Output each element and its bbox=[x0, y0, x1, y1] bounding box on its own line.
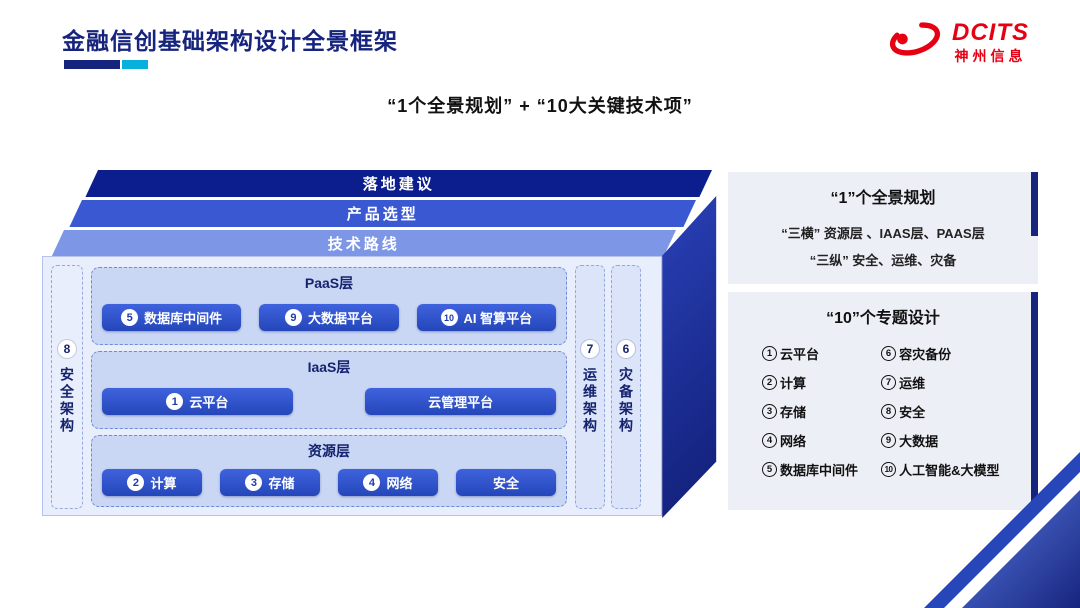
overall-plan-line-1: “三横” 资源层 、IAAS层、PAAS层 bbox=[781, 226, 985, 241]
banner-landing-advice-label: 落地建议 bbox=[362, 176, 435, 193]
topic-list: 1 云平台 6 容灾备份 2 计算 7 运维 3 存储 8 安全 4 网络 9 bbox=[728, 344, 1038, 479]
topic-label: 计算 bbox=[780, 376, 807, 391]
node-network: 4 网络 bbox=[338, 469, 438, 496]
topic-item-network: 4 网络 bbox=[762, 431, 881, 450]
node-security: 安全 bbox=[456, 469, 556, 496]
topic-number: 1 bbox=[762, 346, 777, 361]
node-number-badge: 5 bbox=[121, 309, 139, 326]
topic-item-database-middleware: 5 数据库中间件 bbox=[762, 460, 881, 479]
title-underline bbox=[64, 60, 148, 69]
dr-strip-label: 灾备架构 bbox=[618, 366, 634, 435]
security-strip-label: 安全架构 bbox=[59, 366, 75, 435]
title-underline-navy bbox=[64, 60, 120, 69]
box-side-face bbox=[662, 196, 717, 519]
topic-item-security: 8 安全 bbox=[881, 402, 1018, 421]
topic-number: 6 bbox=[881, 346, 897, 361]
subtitle: “1个全景规划” + “10大关键技术项” bbox=[387, 96, 693, 116]
dr-number-badge: 6 bbox=[617, 339, 635, 358]
node-label: 数据库中间件 bbox=[144, 311, 223, 326]
node-bigdata-platform: 9 大数据平台 bbox=[259, 304, 399, 331]
panel-overall-plan-title: “1”个全景规划 bbox=[830, 190, 936, 207]
topic-item-compute: 2 计算 bbox=[762, 373, 881, 392]
title-underline-cyan bbox=[122, 60, 148, 69]
node-number-badge: 9 bbox=[284, 309, 302, 326]
node-number-badge: 10 bbox=[440, 309, 458, 326]
topic-label: 数据库中间件 bbox=[780, 463, 859, 478]
panel-overall-plan: “1”个全景规划 “三横” 资源层 、IAAS层、PAAS层 “三纵” 安全、运… bbox=[728, 172, 1038, 284]
topic-item-ops: 7 运维 bbox=[881, 373, 1018, 392]
topic-number: 5 bbox=[762, 462, 777, 477]
node-number-badge: 3 bbox=[245, 474, 263, 491]
topic-number: 10 bbox=[881, 462, 897, 477]
node-label: 计算 bbox=[150, 476, 177, 491]
dcits-logo-name: DCITS bbox=[952, 18, 1029, 46]
layer-paas-title: PaaS层 bbox=[304, 275, 354, 291]
panel-topic-design: “10”个专题设计 1 云平台 6 容灾备份 2 计算 7 运维 3 存储 8 … bbox=[728, 292, 1038, 510]
layer-resource-title: 资源层 bbox=[308, 443, 350, 459]
layer-iaas: IaaS层 1 云平台 云管理平台 bbox=[91, 351, 567, 429]
node-label: 云管理平台 bbox=[428, 395, 494, 410]
layer-paas: PaaS层 5 数据库中间件 9 大数据平台 10 AI 智算平台 bbox=[91, 267, 567, 345]
banner-landing-advice: 落地建议 bbox=[85, 170, 713, 197]
node-cloud-platform: 1 云平台 bbox=[102, 388, 293, 415]
strip-dr-architecture: 6 灾备架构 bbox=[611, 265, 641, 509]
banner-technology-route: 技术路线 bbox=[51, 230, 677, 257]
topic-label: 大数据 bbox=[899, 434, 939, 449]
topic-label: 人工智能&大模型 bbox=[899, 463, 1000, 478]
topic-number: 7 bbox=[881, 375, 897, 390]
panel-accent-bar bbox=[1031, 172, 1038, 236]
node-number-badge: 1 bbox=[166, 393, 184, 410]
strip-security-architecture: 8 安全架构 bbox=[51, 265, 83, 509]
dcits-logo: DCITS 神州信息 bbox=[886, 16, 1029, 67]
topic-number: 3 bbox=[762, 404, 777, 419]
topic-label: 网络 bbox=[780, 434, 807, 449]
topic-number: 9 bbox=[881, 433, 897, 448]
node-label: 大数据平台 bbox=[307, 311, 373, 326]
topic-item-disaster-backup: 6 容灾备份 bbox=[881, 344, 1018, 363]
layer-iaas-title: IaaS层 bbox=[307, 359, 351, 375]
node-cloud-mgmt-platform: 云管理平台 bbox=[365, 388, 556, 415]
node-database-middleware: 5 数据库中间件 bbox=[102, 304, 242, 331]
banner-product-selection-label: 产品选型 bbox=[346, 206, 419, 223]
node-label: 安全 bbox=[492, 476, 519, 491]
topic-label: 云平台 bbox=[780, 347, 820, 362]
page-title: 金融信创基础架构设计全景框架 bbox=[62, 28, 398, 54]
dcits-logo-icon bbox=[886, 16, 944, 67]
panel-accent-bar bbox=[1031, 292, 1038, 510]
overall-plan-line-2: “三纵” 安全、运维、灾备 bbox=[809, 253, 957, 269]
banner-technology-route-label: 技术路线 bbox=[327, 236, 400, 253]
panel-topic-design-title: “10”个专题设计 bbox=[826, 310, 940, 327]
security-number-badge: 8 bbox=[58, 339, 76, 358]
ops-number-badge: 7 bbox=[581, 339, 599, 358]
node-ai-platform: 10 AI 智算平台 bbox=[416, 304, 556, 331]
node-label: 网络 bbox=[386, 476, 413, 491]
strip-ops-architecture: 7 运维架构 bbox=[575, 265, 605, 509]
layer-resource: 资源层 2 计算 3 存储 4 网络 安全 bbox=[91, 435, 567, 507]
topic-item-bigdata: 9 大数据 bbox=[881, 431, 1018, 450]
topic-number: 8 bbox=[881, 404, 897, 419]
topic-label: 容灾备份 bbox=[899, 347, 952, 362]
node-label: 存储 bbox=[268, 476, 295, 491]
topic-label: 安全 bbox=[899, 405, 926, 420]
topic-label: 存储 bbox=[780, 405, 807, 420]
node-label: AI 智算平台 bbox=[463, 311, 533, 326]
node-label: 云平台 bbox=[189, 395, 229, 410]
topic-number: 2 bbox=[762, 375, 777, 390]
node-storage: 3 存储 bbox=[220, 469, 320, 496]
node-number-badge: 4 bbox=[363, 474, 381, 491]
dcits-logo-company: 神州信息 bbox=[954, 47, 1027, 64]
topic-item-ai-llm: 10 人工智能&大模型 bbox=[881, 460, 1018, 479]
topic-item-cloud-platform: 1 云平台 bbox=[762, 344, 881, 363]
topic-item-storage: 3 存储 bbox=[762, 402, 881, 421]
box-front-face: 8 安全架构 PaaS层 5 数据库中间件 9 大数据平台 10 AI 智算平台… bbox=[42, 256, 662, 516]
topic-label: 运维 bbox=[899, 376, 926, 391]
node-number-badge: 2 bbox=[127, 474, 145, 491]
node-compute: 2 计算 bbox=[102, 469, 202, 496]
topic-number: 4 bbox=[762, 433, 777, 448]
banner-product-selection: 产品选型 bbox=[69, 200, 697, 227]
ops-strip-label: 运维架构 bbox=[582, 366, 598, 435]
